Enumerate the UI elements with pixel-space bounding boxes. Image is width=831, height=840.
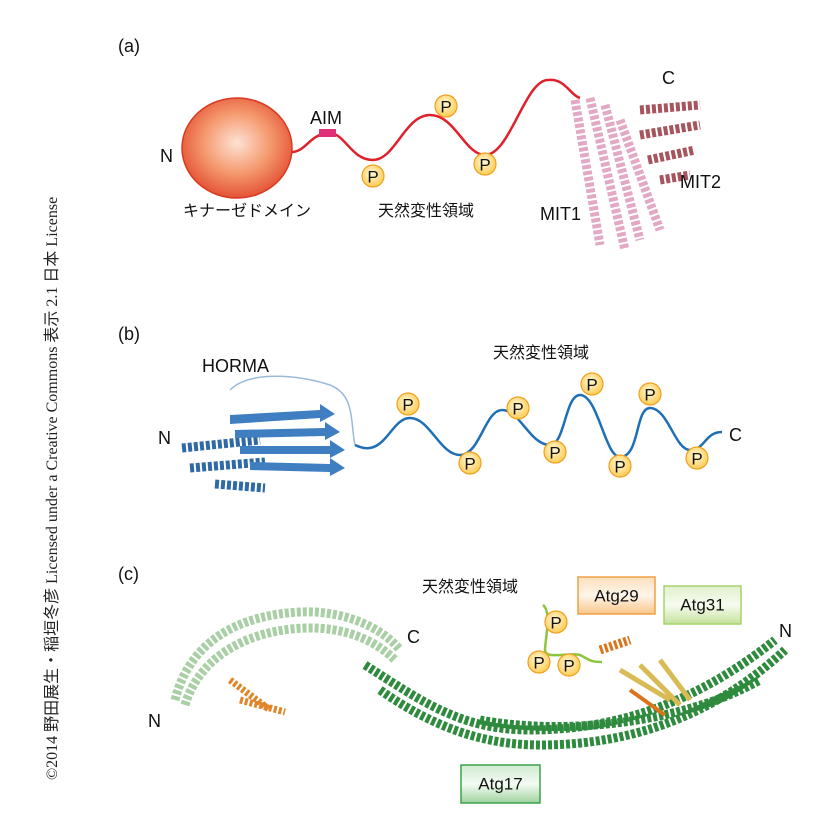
mit1-structure (570, 96, 665, 252)
phospho-site: P (506, 396, 530, 420)
panel-a-n-terminus: N (160, 146, 173, 166)
svg-text:P: P (614, 458, 625, 477)
mit2-structure (639, 100, 701, 185)
phospho-site: P (685, 446, 709, 470)
phospho-site: P (434, 94, 458, 118)
panel-c-c-terminus: C (407, 627, 420, 647)
panel-c-n-right: N (779, 621, 792, 641)
svg-text:P: P (367, 168, 378, 187)
svg-text:P: P (644, 386, 655, 405)
panel-a-c-terminus: C (662, 68, 675, 88)
panel-c-idr-label: 天然変性領域 (422, 577, 518, 596)
phospho-site: P (527, 650, 551, 674)
aim-motif (319, 129, 336, 137)
panel-a-label: (a) (118, 36, 140, 56)
svg-text:P: P (563, 657, 574, 676)
horma-structure (181, 375, 356, 493)
kinase-domain-shape (181, 97, 293, 199)
atg31-box: Atg31 (663, 585, 742, 625)
svg-text:P: P (691, 450, 702, 469)
phospho-site: P (580, 372, 604, 396)
panel-b-label: (b) (118, 324, 140, 344)
phospho-site: P (557, 653, 581, 677)
panel-b-idr-line (354, 393, 723, 459)
svg-text:P: P (479, 156, 490, 175)
phospho-site: P (638, 382, 662, 406)
svg-text:P: P (549, 444, 560, 463)
phospho-site: P (543, 440, 567, 464)
phospho-site: P (544, 610, 568, 634)
svg-text:P: P (440, 98, 451, 117)
phospho-site: P (396, 392, 420, 416)
panel-b-c-terminus: C (729, 425, 742, 445)
kinase-domain-label: キナーゼドメイン (183, 201, 311, 220)
svg-text:P: P (533, 654, 544, 673)
svg-text:P: P (402, 396, 413, 415)
atg17-box: Atg17 (460, 764, 541, 804)
svg-text:P: P (464, 455, 475, 474)
panel-c-n-left: N (148, 711, 161, 731)
aim-label: AIM (310, 108, 342, 128)
mit1-label: MIT1 (540, 204, 581, 224)
atg29-atg31-right-structure (598, 635, 692, 717)
panel-b-n-terminus: N (158, 428, 171, 448)
svg-text:P: P (586, 376, 597, 395)
svg-text:P: P (550, 614, 561, 633)
atg29-box: Atg29 (577, 576, 656, 615)
phospho-site: P (458, 451, 482, 475)
svg-text:P: P (512, 400, 523, 419)
svg-text:Atg31: Atg31 (680, 596, 724, 615)
atg17-dark-subunit (362, 636, 789, 750)
atg17-light-subunit (170, 607, 404, 707)
phospho-site: P (473, 152, 497, 176)
phospho-site: P (361, 164, 385, 188)
svg-text:Atg17: Atg17 (478, 775, 522, 794)
atg29-atg31-left-structure (227, 677, 286, 716)
mit2-label: MIT2 (680, 172, 721, 192)
panel-a-idr-label: 天然変性領域 (378, 201, 474, 220)
svg-text:Atg29: Atg29 (594, 587, 638, 606)
phospho-site: P (608, 454, 632, 478)
panel-c-label: (c) (118, 564, 139, 584)
panel-b-idr-label: 天然変性領域 (493, 343, 589, 362)
horma-label: HORMA (202, 356, 269, 376)
